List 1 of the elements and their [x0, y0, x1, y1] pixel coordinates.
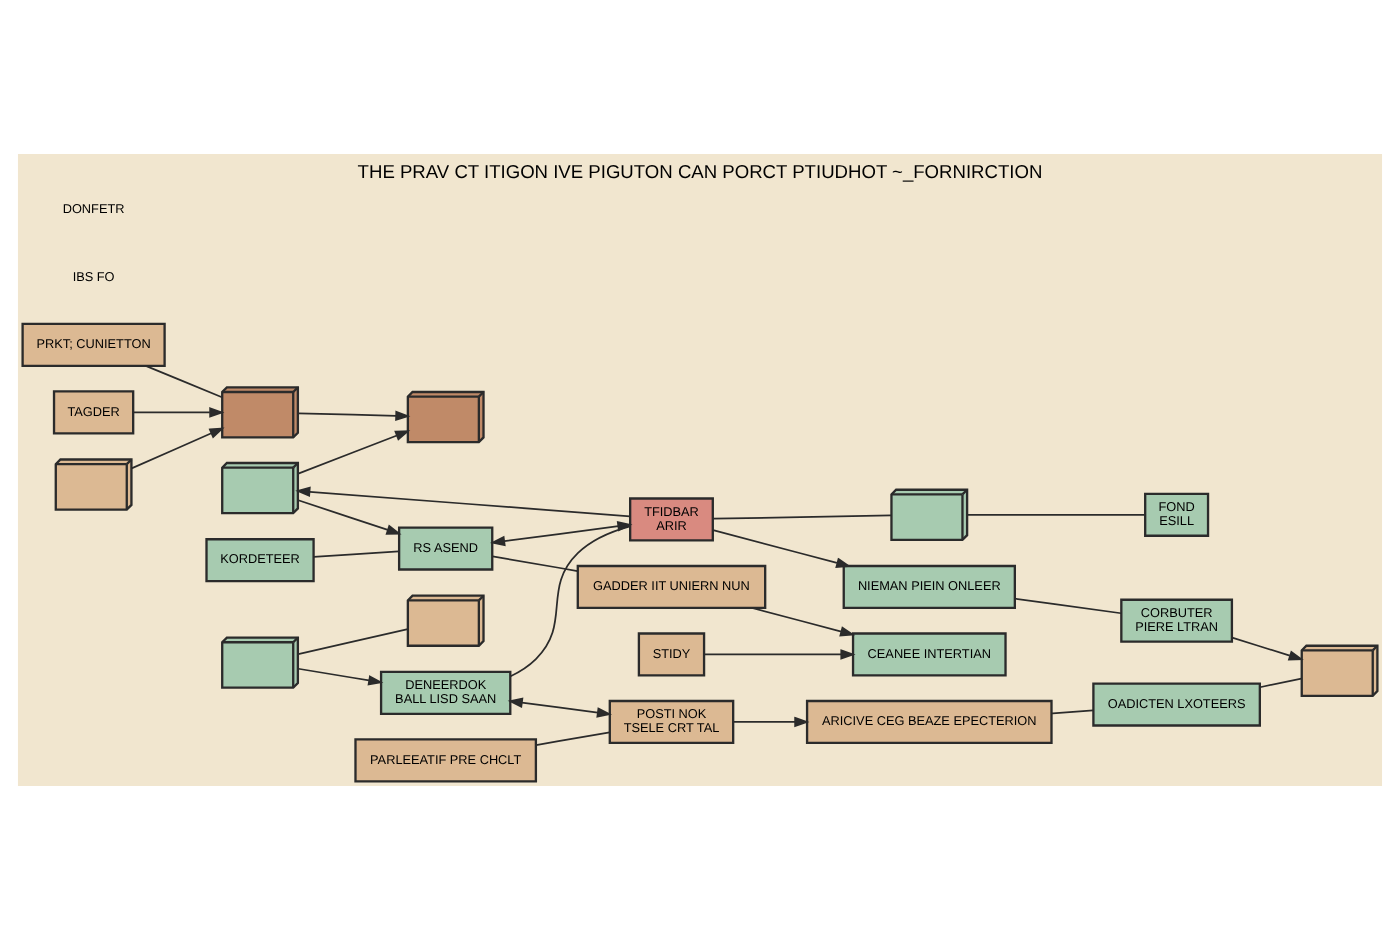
diagram-title: THE PRAV CT ITIGON IVE PIGUTON CAN PORCT PTIUDHOT ~_FORNIRCTION	[357, 162, 1043, 183]
